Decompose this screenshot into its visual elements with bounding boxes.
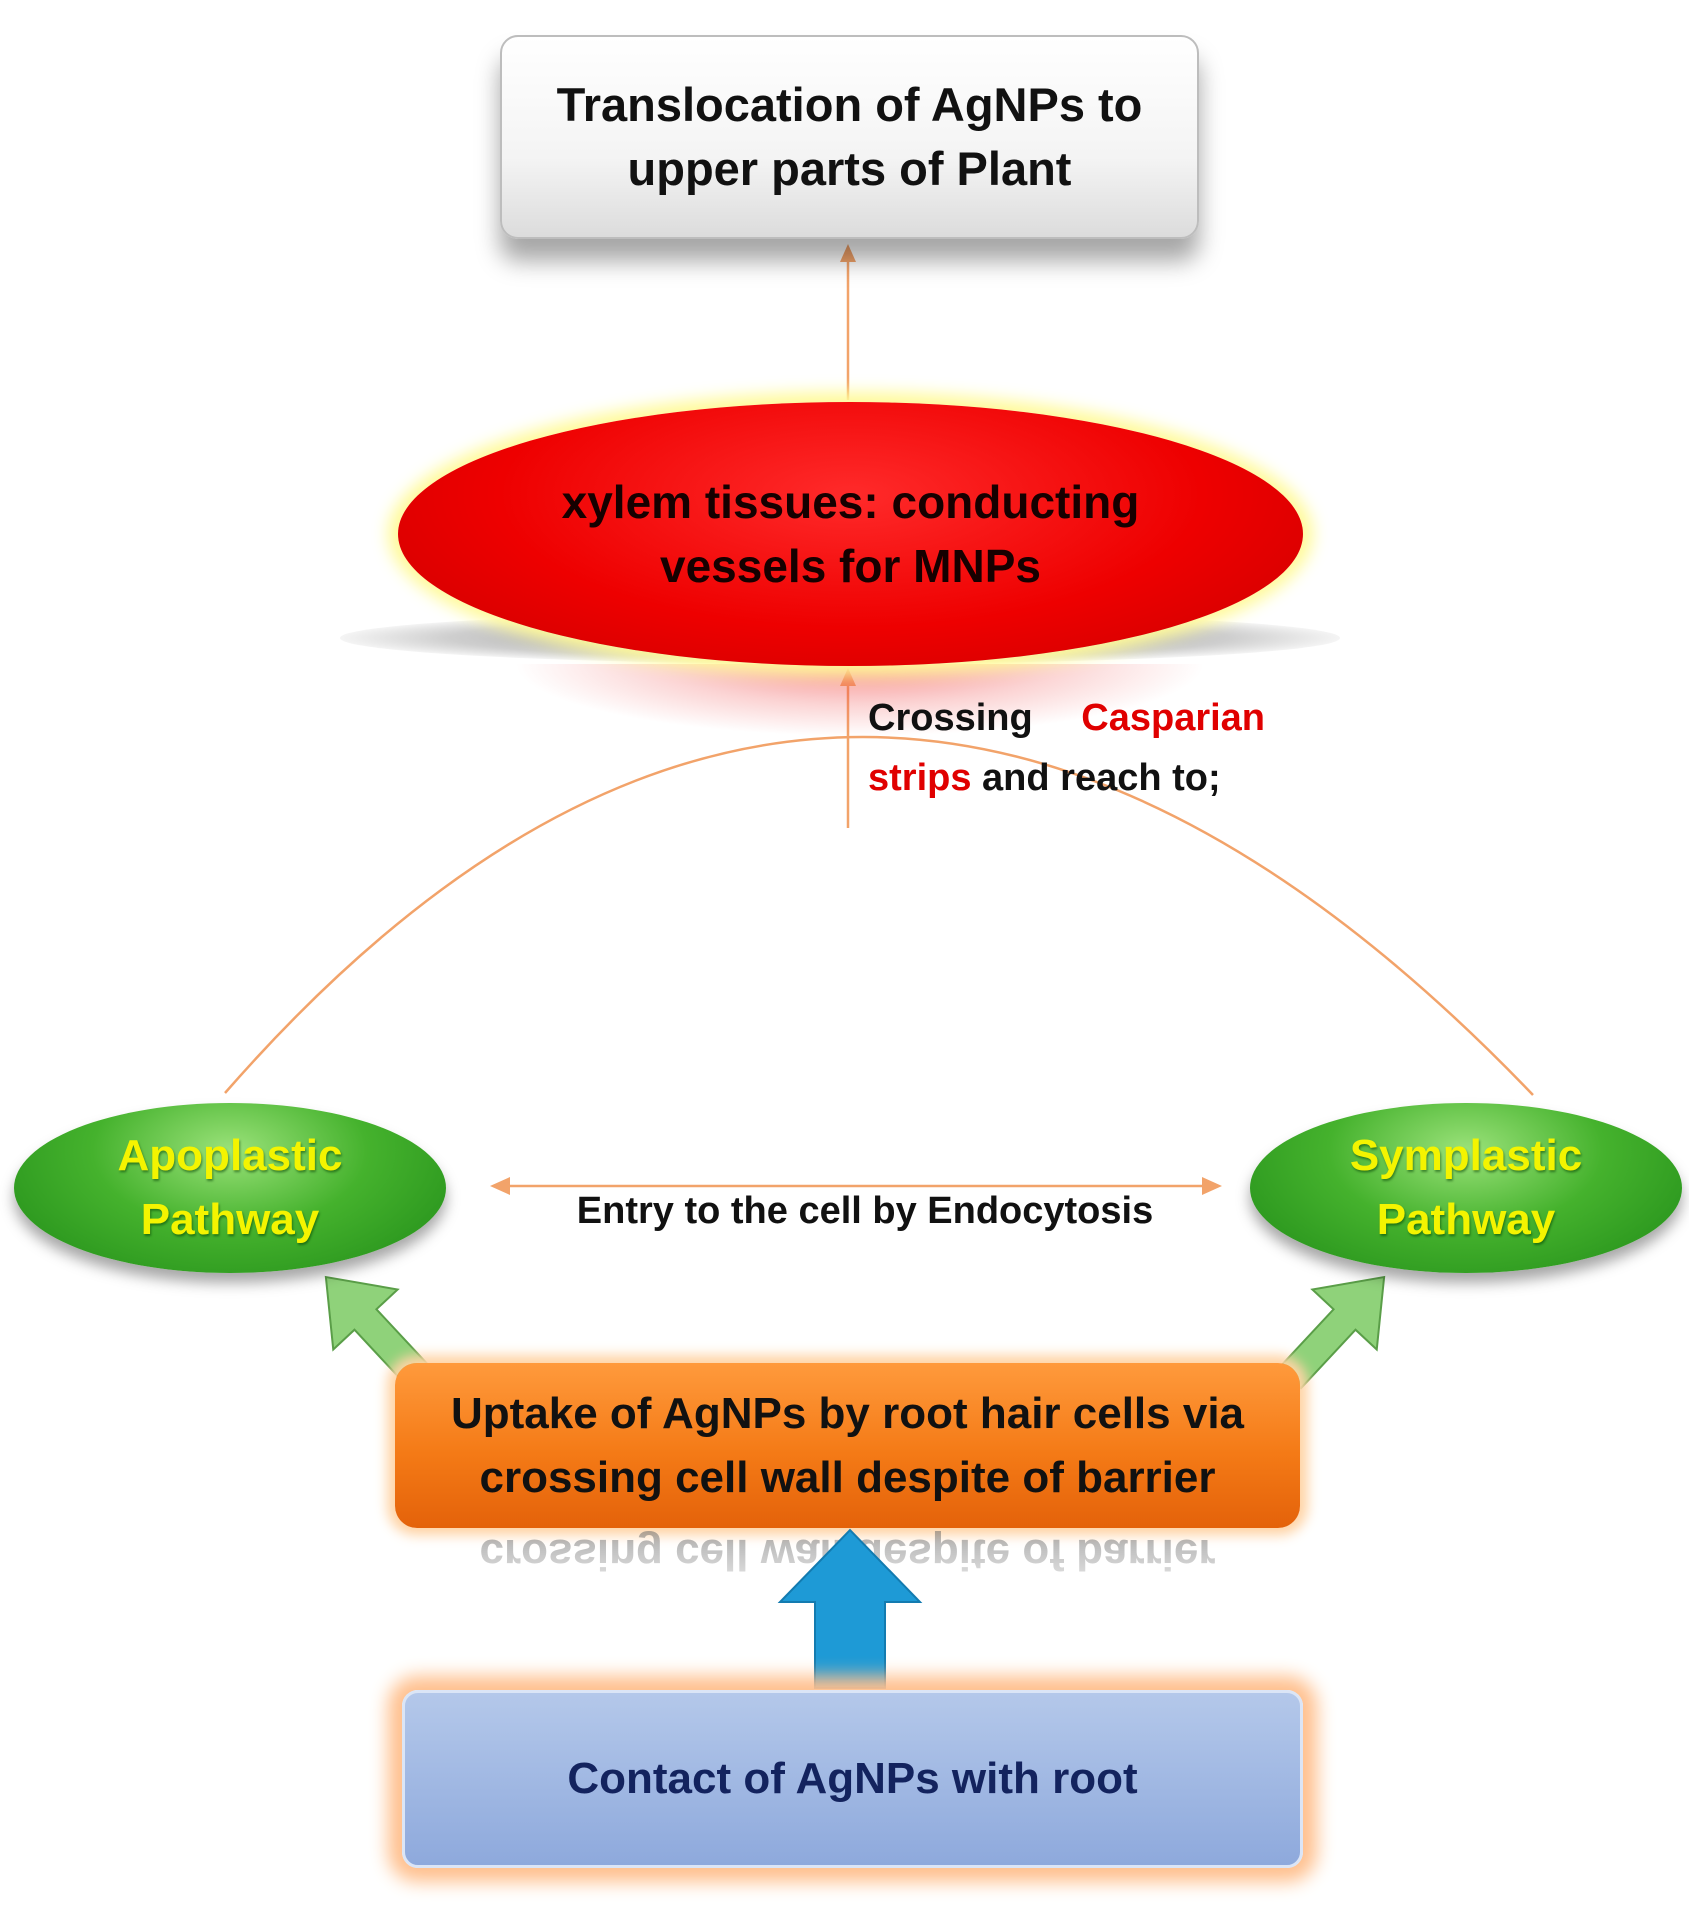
- endocytosis-arrowhead-left: [490, 1177, 510, 1195]
- endocytosis-arrowhead-right: [1202, 1177, 1222, 1195]
- casparian-label: Crossing Casparian strips and reach to;: [868, 688, 1308, 808]
- top-arrowhead: [840, 244, 856, 262]
- casparian-line-1: Crossing Casparian: [868, 688, 1308, 748]
- apoplastic-ellipse: Apoplastic Pathway: [14, 1103, 446, 1273]
- blue-up-arrow: [777, 1528, 923, 1689]
- green-arrow-apoplastic: [324, 1275, 433, 1390]
- uptake-text: Uptake of AgNPs by root hair cells via c…: [450, 1388, 1245, 1502]
- strips-text: strips: [868, 757, 972, 799]
- contact-text: Contact of AgNPs with root: [567, 1754, 1138, 1803]
- symplastic-ellipse: Symplastic Pathway: [1250, 1103, 1682, 1273]
- symplastic-text: Symplastic Pathway: [1349, 1131, 1583, 1244]
- endocytosis-label: Entry to the cell by Endocytosis: [576, 1190, 1154, 1232]
- xylem-reflection: [430, 664, 1290, 754]
- apoplastic-text: Apoplastic Pathway: [117, 1131, 343, 1244]
- uptake-box: Uptake of AgNPs by root hair cells via c…: [395, 1363, 1300, 1528]
- xylem-ellipse: xylem tissues: conducting vessels for MN…: [398, 402, 1303, 666]
- translocation-box: Translocation of AgNPs to upper parts of…: [500, 35, 1199, 239]
- crossing-text: Crossing: [868, 697, 1033, 739]
- translocation-text: Translocation of AgNPs to upper parts of…: [556, 78, 1143, 195]
- xylem-text: xylem tissues: conducting vessels for MN…: [561, 476, 1140, 592]
- casparian-line-2: strips and reach to;: [868, 748, 1308, 808]
- contact-box: Contact of AgNPs with root: [402, 1690, 1303, 1868]
- casparian-text: Casparian: [1081, 697, 1266, 739]
- green-arrow-symplastic: [1277, 1275, 1386, 1390]
- reach-text: and reach to;: [982, 757, 1221, 799]
